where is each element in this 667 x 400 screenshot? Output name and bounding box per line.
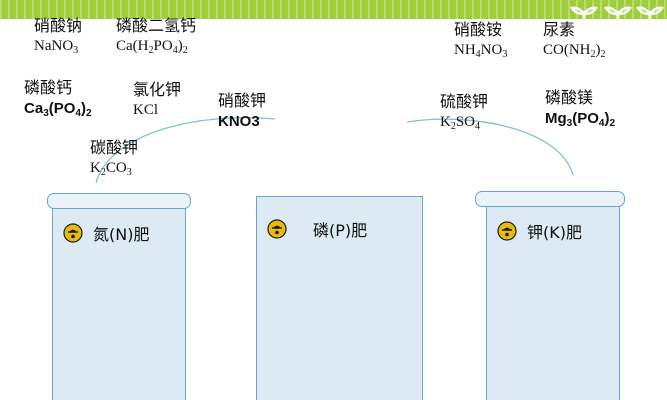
- chem-name: 尿素: [543, 20, 576, 39]
- bell-icon: [63, 223, 83, 243]
- chem-formula: K2SO4: [440, 114, 481, 132]
- chem-name: 硫酸钾: [440, 92, 489, 111]
- chem-name: 磷酸镁: [545, 88, 594, 107]
- chem-kcl[interactable]: 氯化钾 KCl: [133, 82, 181, 118]
- scroll-label: 磷(P)肥: [313, 221, 368, 240]
- bell-icon: [267, 219, 287, 239]
- top-banner: [0, 0, 667, 19]
- chem-formula: KCl: [133, 102, 159, 118]
- chem-formula: KNO3: [218, 113, 260, 130]
- chem-formula: Ca(H2PO4)2: [116, 38, 188, 56]
- scroll-label: 氮(N)肥: [93, 225, 150, 244]
- scroll-k-fertilizer[interactable]: 钾(K)肥: [475, 191, 625, 400]
- chem-name: 碳酸钾: [90, 138, 139, 157]
- chem-k2so4[interactable]: 硫酸钾 K2SO4: [440, 92, 489, 132]
- chem-formula: K2CO3: [90, 160, 132, 178]
- chem-k2co3[interactable]: 碳酸钾 K2CO3: [90, 138, 139, 178]
- chem-kno3[interactable]: 硝酸钾 KNO3: [218, 91, 267, 130]
- chem-name: 磷酸二氢钙: [116, 16, 197, 35]
- chem-formula: NH4NO3: [454, 42, 508, 60]
- chem-formula: Mg3(PO4)2: [545, 110, 616, 129]
- chem-name: 硝酸铵: [454, 20, 503, 39]
- scroll-curl: [475, 191, 625, 207]
- chem-formula: Ca3(PO4)2: [24, 100, 92, 119]
- bell-icon: [497, 221, 517, 241]
- chem-formula: CO(NH2)2: [543, 42, 606, 60]
- chem-nh4no3[interactable]: 硝酸铵 NH4NO3: [454, 20, 508, 60]
- scroll-n-fertilizer[interactable]: 氮(N)肥: [47, 193, 191, 400]
- chem-name: 硝酸钾: [218, 91, 267, 110]
- chem-urea[interactable]: 尿素 CO(NH2)2: [543, 20, 606, 60]
- chem-cah2po4[interactable]: 磷酸二氢钙 Ca(H2PO4)2: [116, 16, 197, 56]
- chem-name: 磷酸钙: [24, 78, 73, 97]
- chem-ca3po4[interactable]: 磷酸钙 Ca3(PO4)2: [24, 78, 92, 119]
- chem-mg3po4[interactable]: 磷酸镁 Mg3(PO4)2: [545, 88, 616, 129]
- chem-name: 氯化钾: [133, 80, 182, 99]
- chem-formula: NaNO3: [34, 38, 79, 56]
- scroll-p-fertilizer[interactable]: 磷(P)肥: [256, 196, 423, 400]
- scroll-label: 钾(K)肥: [527, 223, 582, 242]
- chem-nano3[interactable]: 硝酸钠 NaNO3: [34, 16, 83, 56]
- sprout-icon: [570, 6, 664, 38]
- scroll-curl: [47, 193, 191, 209]
- chem-name: 硝酸钠: [34, 16, 83, 35]
